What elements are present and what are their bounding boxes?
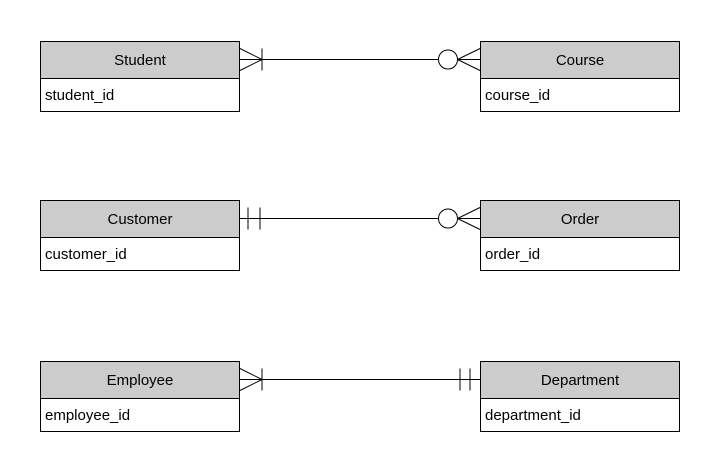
entity-department: Department department_id <box>480 361 680 432</box>
entity-student-title: Student <box>41 42 239 79</box>
entity-course-attribute: course_id <box>485 86 551 104</box>
relationship-student-course <box>239 48 481 71</box>
many-crowsfoot-marker-icon <box>457 207 481 230</box>
entity-customer: Customer customer_id <box>40 200 240 271</box>
one-or-many-marker-icon <box>239 368 264 391</box>
relationship-employee-department <box>239 368 480 391</box>
entity-order-attribute: order_id <box>485 245 541 263</box>
entity-order: Order order_id <box>480 200 680 271</box>
one-or-many-marker-icon <box>239 48 264 71</box>
entity-employee-title: Employee <box>41 362 239 399</box>
entity-student: Student student_id <box>40 41 240 112</box>
relationship-customer-order <box>240 207 481 230</box>
many-crowsfoot-marker-icon <box>457 48 481 71</box>
entity-employee-attribute: employee_id <box>45 406 131 424</box>
exactly-one-marker-icon <box>459 368 471 391</box>
zero-circle-marker-icon <box>438 49 458 70</box>
zero-circle-marker-icon <box>438 208 458 229</box>
entity-student-attribute: student_id <box>45 86 115 104</box>
entity-employee: Employee employee_id <box>40 361 240 432</box>
entity-course-title: Course <box>481 42 679 79</box>
entity-order-title: Order <box>481 201 679 238</box>
entity-customer-attribute: customer_id <box>45 245 127 263</box>
entity-department-title: Department <box>481 362 679 399</box>
exactly-one-marker-icon <box>247 207 261 230</box>
entity-course: Course course_id <box>480 41 680 112</box>
entity-department-attribute: department_id <box>485 406 581 424</box>
entity-customer-title: Customer <box>41 201 239 238</box>
